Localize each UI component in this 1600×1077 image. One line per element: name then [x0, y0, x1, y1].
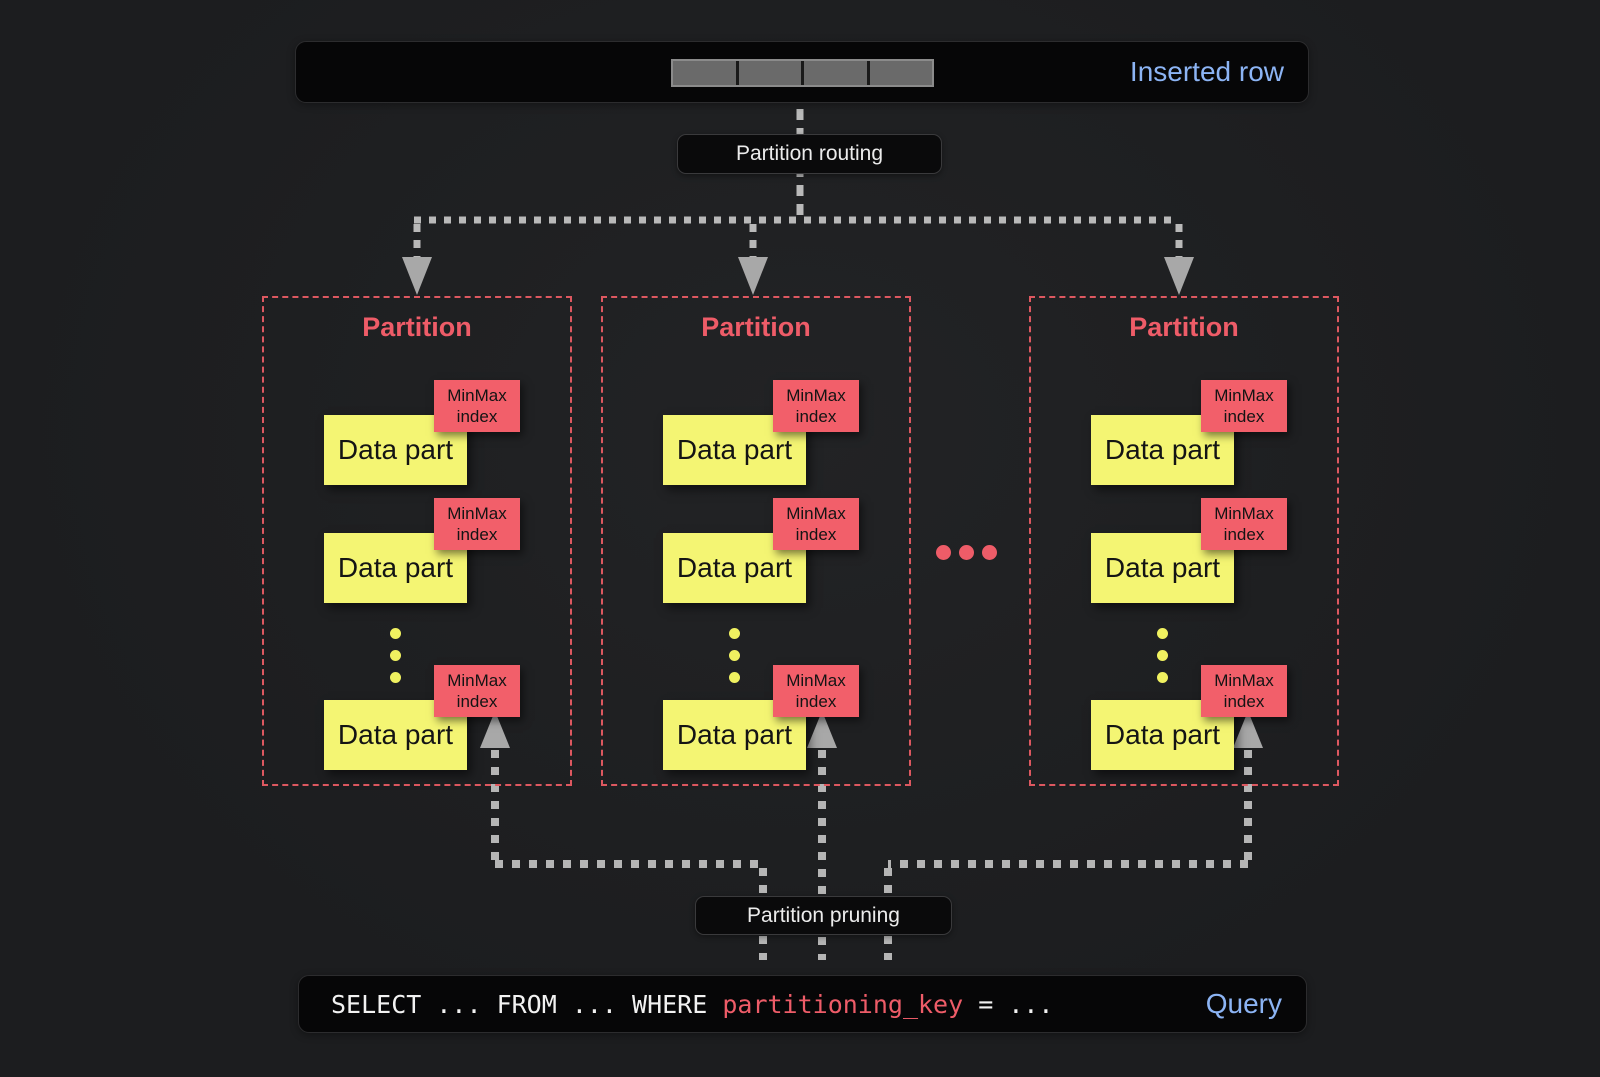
dot — [729, 650, 740, 661]
data-part-group: MinMax index Data part — [264, 665, 570, 771]
data-part-group: MinMax index Data part — [1031, 665, 1337, 771]
minmax-index-tag: MinMax index — [434, 498, 520, 550]
row-cell — [801, 61, 867, 85]
data-part-box: Data part — [324, 533, 467, 603]
row-cell — [673, 61, 736, 85]
routing-arrowheads — [402, 257, 1194, 295]
dot — [1157, 628, 1168, 639]
dot — [390, 628, 401, 639]
partition-routing-label: Partition routing — [677, 134, 942, 174]
dot — [1157, 650, 1168, 661]
query-code: SELECT ... FROM ... WHERE partitioning_k… — [331, 990, 1053, 1019]
dot — [959, 545, 974, 560]
row-cells-bar — [671, 59, 934, 87]
inserted-row-box: Inserted row — [295, 41, 1309, 103]
query-label: Query — [1205, 988, 1282, 1019]
dot — [936, 545, 951, 560]
dot — [729, 628, 740, 639]
minmax-index-tag: MinMax index — [434, 380, 520, 432]
inserted-row-label: Inserted row — [1129, 56, 1284, 87]
data-part-box: Data part — [1091, 533, 1234, 603]
more-parts-dots — [324, 628, 467, 683]
more-parts-dots — [663, 628, 806, 683]
minmax-index-tag: MinMax index — [773, 498, 859, 550]
partition-pruning-label: Partition pruning — [695, 896, 952, 935]
partition-title: Partition — [1129, 312, 1239, 342]
partitions-ellipsis — [936, 545, 997, 560]
partition-box-1: Partition MinMax index Data part MinMax … — [262, 296, 572, 786]
data-part-group: MinMax index Data part — [603, 665, 909, 771]
minmax-index-tag: MinMax index — [1201, 380, 1287, 432]
dot — [982, 545, 997, 560]
query-code-after: = ... — [963, 989, 1054, 1019]
row-cell — [866, 61, 932, 85]
partition-box-2: Partition MinMax index Data part MinMax … — [601, 296, 911, 786]
minmax-index-tag: MinMax index — [773, 665, 859, 717]
dot — [390, 650, 401, 661]
dot — [1157, 672, 1168, 683]
query-box: SELECT ... FROM ... WHERE partitioning_k… — [298, 975, 1307, 1033]
data-part-group: MinMax index Data part — [603, 498, 909, 604]
data-part-group: MinMax index Data part — [603, 380, 909, 486]
down-arrowhead-left — [402, 257, 432, 295]
partition-box-3: Partition MinMax index Data part MinMax … — [1029, 296, 1339, 786]
data-part-group: MinMax index Data part — [264, 380, 570, 486]
partition-title: Partition — [701, 312, 811, 342]
row-cell — [735, 61, 801, 85]
down-arrowhead-middle — [738, 257, 768, 295]
partition-title: Partition — [362, 312, 472, 342]
dot — [729, 672, 740, 683]
minmax-index-tag: MinMax index — [1201, 498, 1287, 550]
minmax-index-tag: MinMax index — [1201, 665, 1287, 717]
partitioning-key-token: partitioning_key — [722, 989, 964, 1019]
routing-flow-lines — [413, 90, 1183, 258]
more-parts-dots — [1091, 628, 1234, 683]
dot — [390, 672, 401, 683]
data-part-group: MinMax index Data part — [264, 498, 570, 604]
minmax-index-tag: MinMax index — [434, 665, 520, 717]
data-part-group: MinMax index Data part — [1031, 380, 1337, 486]
query-code-before: SELECT ... FROM ... WHERE — [331, 989, 723, 1019]
down-arrowhead-right — [1164, 257, 1194, 295]
minmax-index-tag: MinMax index — [773, 380, 859, 432]
data-part-group: MinMax index Data part — [1031, 498, 1337, 604]
